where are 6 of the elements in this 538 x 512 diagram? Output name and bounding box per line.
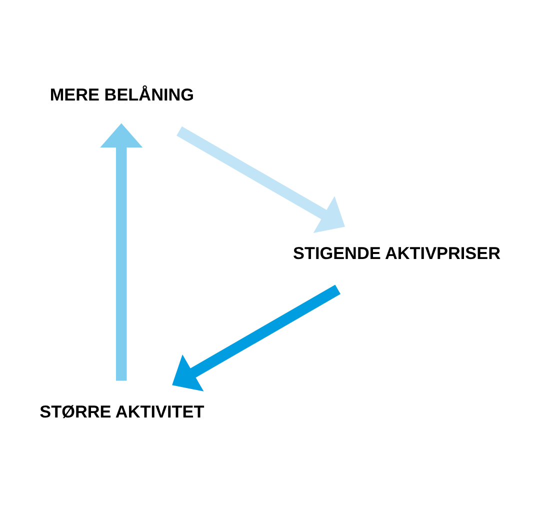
node-text: STØRRE AKTIVITET <box>40 401 204 422</box>
arrow <box>172 284 341 392</box>
arrow <box>176 126 345 233</box>
arrow <box>100 123 143 381</box>
node-text: MERE BELÅNING <box>50 84 194 105</box>
node-text: STIGENDE AKTIVPRISER <box>292 243 501 264</box>
